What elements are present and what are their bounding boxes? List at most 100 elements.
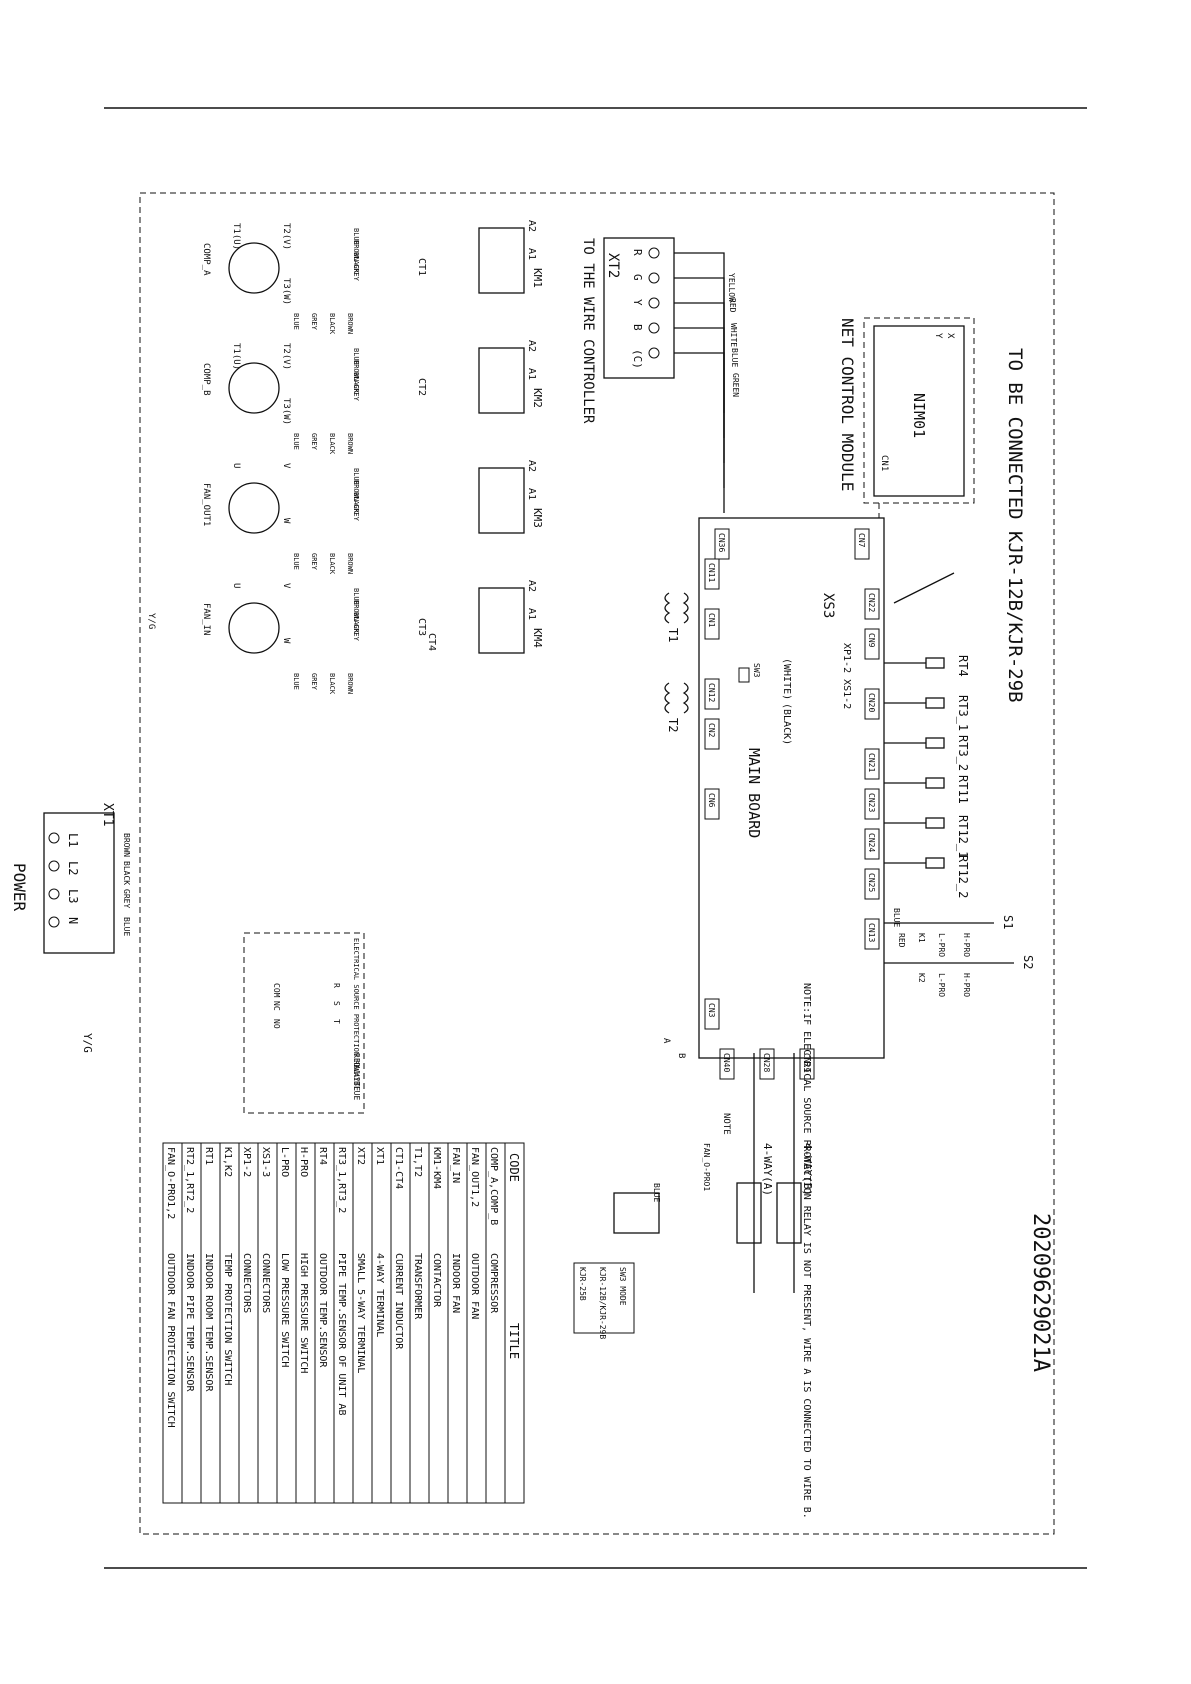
- km-wire-label: BROWN: [352, 480, 360, 501]
- xt2-label: XT2: [605, 253, 621, 278]
- motor-t1: U: [231, 583, 241, 588]
- contactor-yg: Y/G: [146, 613, 156, 629]
- thermistor: [925, 697, 945, 709]
- contactor-name: KM2: [531, 388, 544, 408]
- switch-hpro-2: H-PRO: [962, 973, 971, 997]
- board-connector-label: CN36: [717, 533, 726, 552]
- transformer-coil: [664, 592, 671, 624]
- pin-a2: A2: [526, 580, 537, 592]
- board-connector: [704, 998, 720, 1030]
- power-wire-label: BROWN: [122, 833, 131, 857]
- four-way-valve: [736, 1182, 762, 1244]
- board-connector: [799, 1048, 815, 1080]
- ct-label: CT3: [416, 618, 427, 636]
- sw-cell: KJR-25B: [578, 1267, 587, 1301]
- switch-k2: K2: [917, 973, 926, 983]
- xt2-screw: [648, 347, 660, 359]
- contactor-body: [478, 347, 525, 414]
- motor-t1: U: [231, 463, 241, 468]
- motor: [228, 602, 280, 654]
- title-cell: OUTDOOR FAN: [469, 1253, 480, 1319]
- sw-cell: SW3 MODE: [618, 1267, 627, 1306]
- motor-name: COMP_A: [201, 243, 211, 276]
- switch-hpro: H-PRO: [962, 933, 971, 957]
- km-wire-label: GREY: [352, 264, 360, 282]
- xt2-wire: [674, 327, 725, 488]
- board-connector-label: CN7: [857, 533, 866, 548]
- xt2-screw: [648, 272, 660, 284]
- relay-wire: BLUE: [352, 1081, 361, 1100]
- km-wire-label: GREY: [352, 504, 360, 522]
- switch-lpro-2: L-PRO: [937, 973, 946, 997]
- fan-opro-label: FAN_O-PRO1: [702, 1143, 711, 1191]
- net-control-module-label: NET CONTROL MODULE: [838, 318, 857, 491]
- xt2-pin-label: B: [631, 324, 644, 331]
- code-cell: XT1: [374, 1147, 385, 1165]
- switch-red: RED: [897, 933, 906, 948]
- board-connector: [864, 788, 880, 820]
- contactor-body: [478, 227, 525, 294]
- code-cell: XP1-2: [241, 1147, 252, 1177]
- diagram-frame: [139, 192, 1055, 1535]
- nim01-module: [873, 325, 965, 497]
- xt2-wire: [674, 277, 725, 438]
- title-cell: CONNECTORS: [260, 1253, 271, 1313]
- board-connector: [864, 688, 880, 720]
- xt2-wire-label: YELLOW: [727, 273, 736, 302]
- board-connector-label: CN25: [867, 873, 876, 892]
- xt2-pin-label: (C): [631, 349, 644, 369]
- nim-y: Y: [933, 333, 943, 339]
- xs3-label: XS3: [820, 593, 836, 618]
- relay-pin: NO: [272, 1019, 281, 1029]
- switch-blue: BLUE: [892, 908, 901, 927]
- km-wire-label: BLACK: [352, 372, 360, 394]
- sensor-label: RT11: [956, 775, 970, 804]
- connect-note: TO BE CONNECTED KJR-12B/KJR-29B: [1004, 348, 1026, 703]
- pin-a2: A2: [526, 340, 537, 352]
- bus-wire-label: BLACK: [328, 673, 336, 695]
- board-connector: [704, 678, 720, 710]
- relay-label: ELECTRICAL SOURCE PROTECTION RELAY: [352, 938, 360, 1082]
- title-cell: OUTDOOR FAN PROTECTION SWITCH: [165, 1253, 176, 1428]
- sensor-label: RT4: [956, 655, 970, 677]
- thermistor: [925, 777, 945, 789]
- xt2-wire-label: BLUE: [730, 348, 739, 367]
- xt1-terminal: [43, 812, 115, 954]
- board-connector: [864, 628, 880, 660]
- code-cell: H-PRO: [298, 1147, 309, 1177]
- board-connector: [864, 588, 880, 620]
- km-wire-label: BLUE: [352, 348, 360, 365]
- switch-s2: S2: [1021, 955, 1035, 969]
- title-cell: TRANSFORMER: [412, 1253, 423, 1320]
- thermistor: [925, 657, 945, 669]
- bus-wire-label: BLUE: [292, 313, 300, 330]
- nim-cn1: CN1: [879, 455, 889, 471]
- motor: [228, 242, 280, 294]
- bus-wire-label: GREY: [310, 673, 318, 691]
- relay-line: S: [332, 1001, 341, 1006]
- km-wire-label: BLUE: [352, 228, 360, 245]
- title-cell: CONTACTOR: [431, 1253, 442, 1308]
- code-cell: RT1: [203, 1147, 214, 1165]
- contactor-body: [478, 467, 525, 534]
- title-cell: INDOOR ROOM TEMP.SENSOR: [203, 1253, 214, 1392]
- ct-label-2: CT4: [426, 633, 437, 651]
- bus-wire-label: BLUE: [292, 673, 300, 690]
- km-wire-label: BROWN: [352, 240, 360, 261]
- board-connector: [854, 528, 870, 560]
- bus-wire-label: GREY: [310, 433, 318, 451]
- pin-a1: A1: [526, 608, 537, 620]
- board-connector-label: CN3: [707, 1003, 716, 1018]
- fourway-blue: BLUE: [652, 1183, 661, 1202]
- board-connector: [864, 748, 880, 780]
- board-connector: [864, 918, 880, 950]
- valve-connector: [613, 1192, 660, 1234]
- code-cell: KM1-KM4: [431, 1147, 442, 1189]
- motor-name: FAN_OUT1: [201, 483, 211, 526]
- relay-line: T: [332, 1019, 341, 1024]
- board-connector-label: CN22: [867, 593, 876, 612]
- code-cell: CT1-CT4: [393, 1147, 404, 1189]
- xt2-screw: [648, 297, 660, 309]
- pin-a2: A2: [526, 460, 537, 472]
- ct-label: CT2: [416, 378, 427, 396]
